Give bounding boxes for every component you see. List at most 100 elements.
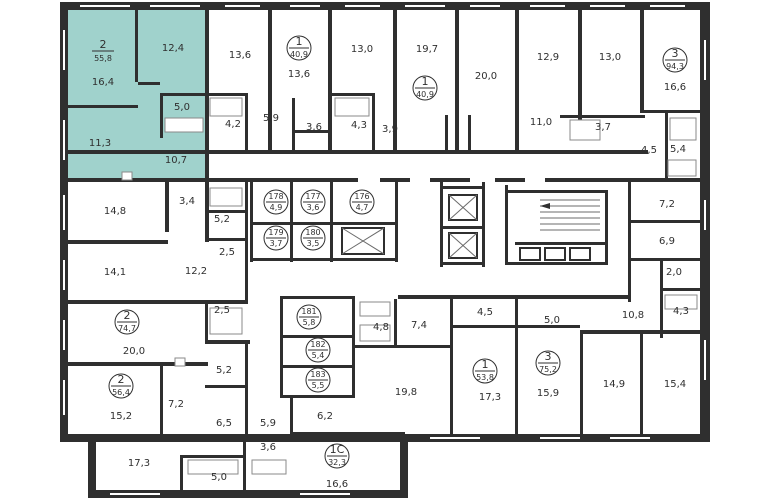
west-walls — [68, 182, 250, 495]
storage-number: 177 — [305, 192, 320, 201]
room-area: 13,0 — [599, 52, 621, 63]
room-area: 6,9 — [659, 236, 675, 247]
room-area: 4,8 — [373, 322, 389, 333]
storage-badge-178[interactable]: 178 4,9 — [263, 189, 289, 215]
room-area: 2,5 — [219, 247, 235, 258]
room-area: 5,4 — [670, 144, 686, 155]
room-area: 15,2 — [110, 411, 132, 422]
outer-walls — [60, 2, 710, 498]
room-area: 13,6 — [288, 69, 310, 80]
room-area: 15,4 — [664, 379, 686, 390]
room-area: 13,6 — [229, 50, 251, 61]
room-area: 2,5 — [214, 305, 230, 316]
apartment-badge-2-74-7[interactable]: 2 74,7 — [114, 309, 140, 335]
room-area: 5,2 — [216, 365, 232, 376]
room-area: 16,6 — [664, 82, 686, 93]
core-walls — [250, 182, 608, 267]
apartment-area: 75,2 — [539, 365, 557, 374]
storage-number: 180 — [305, 228, 320, 237]
room-area: 7,2 — [168, 399, 184, 410]
room-area: 4,3 — [673, 306, 689, 317]
apartment-badge-2-56-4[interactable]: 2 56,4 — [108, 373, 134, 399]
room-labels: 16,4 12,4 11,3 5,0 10,7 13,6 4,2 5,9 13,… — [89, 43, 689, 490]
apartment-number: 1 — [482, 358, 489, 371]
room-area: 17,3 — [479, 392, 501, 403]
apartment-badge-1-40-9-top[interactable]: 1 40,9 — [286, 35, 312, 61]
room-area: 6,5 — [216, 418, 232, 429]
storage-area: 4,9 — [270, 203, 283, 212]
room-area: 16,4 — [92, 77, 114, 88]
room-area: 3,6 — [306, 122, 322, 133]
storage-badge-183[interactable]: 183 5,5 — [305, 367, 331, 393]
apartment-number: 2 — [124, 309, 131, 322]
apartment-number: 1С — [330, 443, 345, 456]
room-area: 17,3 — [128, 458, 150, 469]
room-area: 20,0 — [475, 71, 497, 82]
room-area: 7,4 — [411, 320, 427, 331]
room-area: 11,0 — [530, 117, 552, 128]
apartment-area: 94,3 — [666, 62, 684, 71]
storage-badge-179[interactable]: 179 3,7 — [263, 225, 289, 251]
storage-area: 5,5 — [312, 381, 325, 390]
storage-number: 181 — [301, 307, 316, 316]
storage-area: 5,4 — [312, 351, 325, 360]
room-area: 16,6 — [326, 479, 348, 490]
top-row-walls — [68, 10, 700, 182]
room-area: 14,9 — [603, 379, 625, 390]
room-area: 13,0 — [351, 44, 373, 55]
room-area: 5,9 — [263, 113, 279, 124]
storage-badge-181[interactable]: 181 5,8 — [296, 304, 322, 330]
apartment-number: 3 — [545, 350, 552, 363]
apartment-number: 2 — [100, 38, 107, 51]
apartment-area: 40,9 — [290, 50, 308, 59]
apartment-area: 55,8 — [94, 54, 112, 63]
room-area: 14,8 — [104, 206, 126, 217]
south-walls — [280, 296, 450, 438]
room-area: 10,8 — [622, 310, 644, 321]
room-area: 19,8 — [395, 387, 417, 398]
storage-badge-180[interactable]: 180 3,5 — [300, 225, 326, 251]
room-area: 2,0 — [666, 267, 682, 278]
east-walls — [398, 182, 700, 436]
room-area: 3,7 — [595, 122, 611, 133]
room-area: 4,5 — [477, 307, 493, 318]
apartment-badge-1-40-9-mid[interactable]: 1 40,9 — [412, 75, 438, 101]
storage-number: 182 — [310, 340, 325, 349]
storage-badge-177[interactable]: 177 3,6 — [300, 189, 326, 215]
apartment-badge-1-53-8[interactable]: 1 53,8 — [472, 358, 498, 384]
apartment-area: 56,4 — [112, 388, 130, 397]
storage-area: 3,7 — [270, 239, 283, 248]
room-area: 4,2 — [225, 119, 241, 130]
room-area: 6,2 — [317, 411, 333, 422]
room-area: 5,0 — [544, 315, 560, 326]
apartment-badge-3-94-3[interactable]: 3 94,3 — [662, 47, 688, 73]
room-area: 20,0 — [123, 346, 145, 357]
room-area: 5,9 — [260, 418, 276, 429]
storage-badge-176[interactable]: 176 4,7 — [349, 189, 375, 215]
storage-number: 179 — [268, 228, 283, 237]
storage-area: 3,6 — [307, 203, 320, 212]
fixtures — [121, 97, 698, 475]
room-area: 4,5 — [641, 145, 657, 156]
room-area: 5,2 — [214, 214, 230, 225]
room-area: 12,2 — [185, 266, 207, 277]
storage-number: 178 — [268, 192, 283, 201]
storage-number: 176 — [354, 192, 369, 201]
room-area: 14,1 — [104, 267, 126, 278]
room-area: 19,7 — [416, 44, 438, 55]
room-area: 10,7 — [165, 155, 187, 166]
room-area: 12,9 — [537, 52, 559, 63]
room-area: 11,3 — [89, 138, 111, 149]
room-area: 15,9 — [537, 388, 559, 399]
storage-number: 183 — [310, 370, 325, 379]
apartment-area: 53,8 — [476, 373, 494, 382]
apartment-badge-1c-32-3[interactable]: 1С 32,3 — [324, 443, 350, 469]
apartment-number: 2 — [118, 373, 125, 386]
storage-badge-182[interactable]: 182 5,4 — [305, 337, 331, 363]
room-area: 5,0 — [211, 472, 227, 483]
apartment-area: 40,9 — [416, 90, 434, 99]
storage-area: 3,5 — [307, 239, 320, 248]
apartment-badge-2-55-8[interactable]: 2 55,8 — [92, 38, 114, 63]
apartment-badge-3-75-2[interactable]: 3 75,2 — [535, 350, 561, 376]
apartment-number: 1 — [422, 75, 429, 88]
